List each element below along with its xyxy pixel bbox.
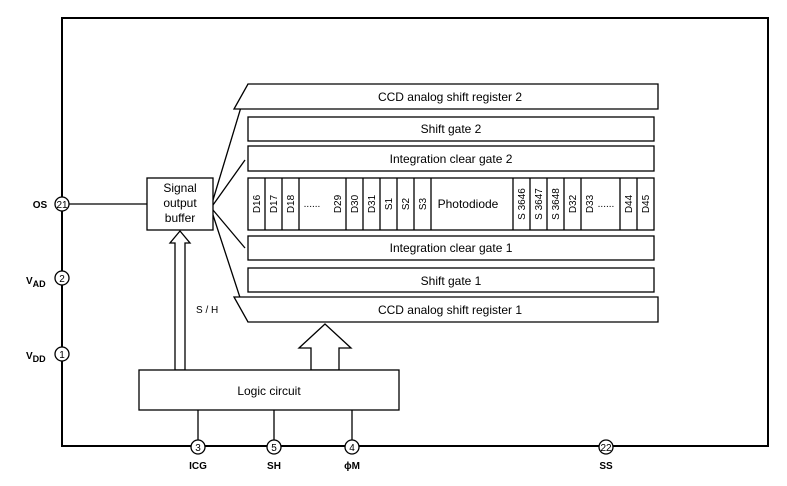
photodiode-cell-right-5: D44 [624, 194, 635, 213]
signal-buffer-line-1: Signal [163, 181, 196, 195]
photodiode-label: Photodiode [438, 197, 499, 211]
photodiode-cell-right-1: S 3647 [534, 188, 545, 220]
fan-line-mid-upper [212, 159, 246, 206]
pin-phim [344, 439, 360, 455]
ccd-register-2 [232, 83, 659, 110]
shift-gate-1-label: Shift gate 1 [421, 274, 482, 288]
photodiode-cell-left-2: D18 [286, 194, 297, 213]
sh-signal-label: S / H [196, 305, 218, 316]
shift-gate-1 [247, 267, 655, 293]
pin-vdd-number: 1 [59, 350, 65, 361]
package-outline [61, 17, 769, 447]
signal-buffer-line-2: output [163, 196, 197, 210]
photodiode-cell-left-6: S1 [384, 197, 395, 210]
shift-gate-2-label: Shift gate 2 [421, 122, 482, 136]
pin-sh [266, 439, 282, 455]
pin-ss-number: 22 [600, 443, 612, 454]
pin-ss-name: SS [599, 461, 613, 472]
signal-output-buffer [146, 177, 214, 231]
pin-os [54, 196, 70, 212]
integration-clear-gate-1 [247, 235, 655, 261]
pin-vad-number: 2 [59, 274, 65, 285]
logic-circuit [138, 369, 400, 411]
ccd-register-1 [232, 296, 659, 323]
pin-os-number: 21 [56, 200, 68, 211]
pin-phim-number: 4 [349, 443, 355, 454]
ccd-register-1-label: CCD analog shift register 1 [378, 303, 522, 317]
photodiode-dots-right: ...... [598, 199, 615, 210]
photodiode-cell-left-3: D29 [333, 194, 344, 213]
photodiode-cell-left-0: D16 [252, 194, 263, 213]
pin-vad-name: VAD [26, 276, 46, 289]
ccd-register-2-label: CCD analog shift register 2 [378, 90, 522, 104]
photodiode-cell-right-0: S 3646 [517, 188, 528, 220]
pin-icg-name: ICG [189, 461, 207, 472]
pin-vdd [54, 346, 70, 362]
pin-vad [54, 270, 70, 286]
photodiode-cells: D16 D17 D18 D29 D30 D31 S1 S2 S3 S 3646 S 3647 S 36… [252, 178, 652, 230]
photodiode-cell-right-3: D32 [568, 194, 579, 213]
photodiode-cell-right-6: D45 [641, 194, 652, 213]
photodiode-array [247, 177, 655, 231]
photodiode-cell-left-5: D31 [367, 194, 378, 213]
logic-circuit-label: Logic circuit [237, 384, 301, 398]
pin-phim-name: ϕM [344, 461, 360, 472]
pin-ss [598, 439, 614, 455]
photodiode-cell-right-2: S 3648 [551, 188, 562, 220]
integration-clear-gate-2 [247, 145, 655, 172]
photodiode-dots-left: ...... [304, 199, 321, 210]
pin-icg [190, 439, 206, 455]
pin-os-name: OS [33, 200, 48, 211]
photodiode-cell-right-4: D33 [585, 194, 596, 213]
fan-line-mid-lower [212, 209, 246, 249]
signal-buffer-line-3: buffer [165, 211, 195, 225]
pin-sh-number: 5 [271, 443, 277, 454]
pin-vdd-name: VDD [26, 351, 46, 364]
pin-sh-name: SH [267, 461, 281, 472]
pin-icg-number: 3 [195, 443, 201, 454]
photodiode-cell-left-1: D17 [269, 194, 280, 213]
logic-to-register-arrow [297, 323, 353, 371]
photodiode-cell-left-7: S2 [401, 197, 412, 210]
photodiode-cell-left-4: D30 [350, 194, 361, 213]
sh-arrow [168, 229, 192, 371]
shift-gate-2 [247, 116, 655, 142]
integration-clear-gate-2-label: Integration clear gate 2 [390, 152, 513, 166]
integration-clear-gate-1-label: Integration clear gate 1 [390, 241, 513, 255]
photodiode-cell-left-8: S3 [418, 197, 429, 210]
